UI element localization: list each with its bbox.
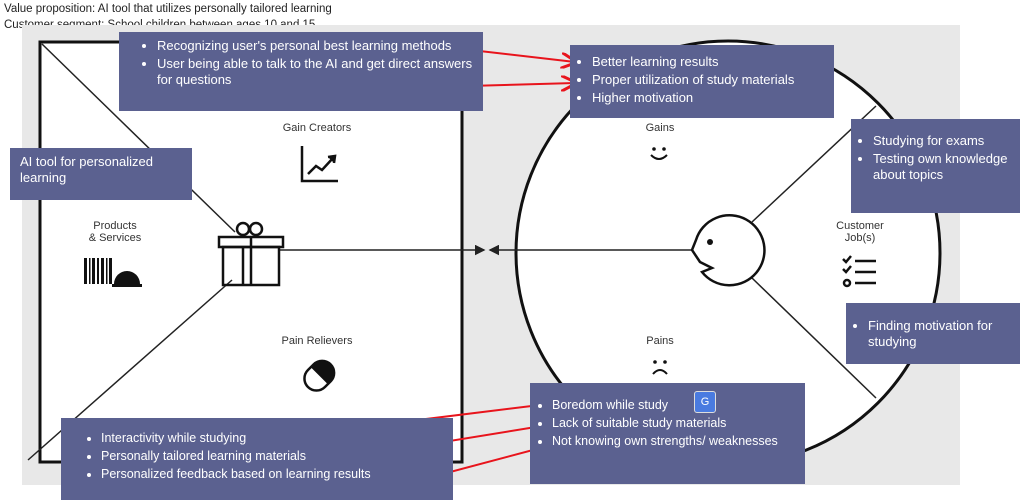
- checklist-icon: [842, 255, 876, 288]
- note-item: Recognizing user's personal best learnin…: [157, 38, 475, 54]
- gains-note: Better learning resultsProper utilizatio…: [570, 45, 834, 118]
- note-item: Not knowing own strengths/ weaknesses: [552, 433, 801, 449]
- barcode-bell-icon: [84, 258, 142, 287]
- gift-icon: [217, 221, 285, 287]
- note-item: Boredom while study: [552, 397, 801, 413]
- note-item: Proper utilization of study materials: [592, 72, 830, 88]
- pain-relievers-label: Pain Relievers: [281, 335, 353, 347]
- gains-label: Gains: [645, 122, 675, 134]
- product-note: AI tool for personalized learning: [10, 148, 192, 200]
- smile-icon: [650, 147, 668, 160]
- translate-icon[interactable]: G: [694, 391, 716, 413]
- customer-jobs-note: Studying for examsTesting own knowledge …: [851, 119, 1020, 213]
- gain-creators-note: Recognizing user's personal best learnin…: [119, 32, 483, 111]
- note-item: Interactivity while studying: [101, 430, 431, 446]
- pain-relievers-note: Interactivity while studyingPersonally t…: [61, 418, 453, 500]
- value-proposition-text: Value proposition: AI tool that utilizes…: [4, 3, 332, 15]
- gain-creators-label: Gain Creators: [282, 122, 352, 134]
- pill-icon: [303, 359, 336, 392]
- face-icon: [690, 214, 766, 287]
- frown-icon: [652, 360, 668, 375]
- note-item: Studying for exams: [873, 133, 1016, 149]
- note-item: Testing own knowledge about topics: [873, 151, 1016, 183]
- note-item: Higher motivation: [592, 90, 830, 106]
- chart-icon: [300, 146, 338, 183]
- note-item: Better learning results: [592, 54, 830, 70]
- products-label-line1: Products: [93, 220, 137, 232]
- note-item: Lack of suitable study materials: [552, 415, 801, 431]
- note-item: User being able to talk to the AI and ge…: [157, 56, 475, 88]
- products-services-label: Products& Services: [70, 220, 160, 244]
- jobs-label-line2: Job(s): [844, 232, 876, 244]
- note-item: Personalized feedback based on learning …: [101, 466, 431, 482]
- pains-note: Boredom while studyLack of suitable stud…: [530, 383, 805, 484]
- pains-label: Pains: [646, 335, 674, 347]
- note-item: Personally tailored learning materials: [101, 448, 431, 464]
- customer-jobs-note-2: Finding motivation for studying: [846, 303, 1020, 364]
- note-item: Finding motivation for studying: [868, 318, 1016, 350]
- jobs-label-line1: Customer: [836, 220, 884, 232]
- products-label-line2: & Services: [88, 232, 142, 244]
